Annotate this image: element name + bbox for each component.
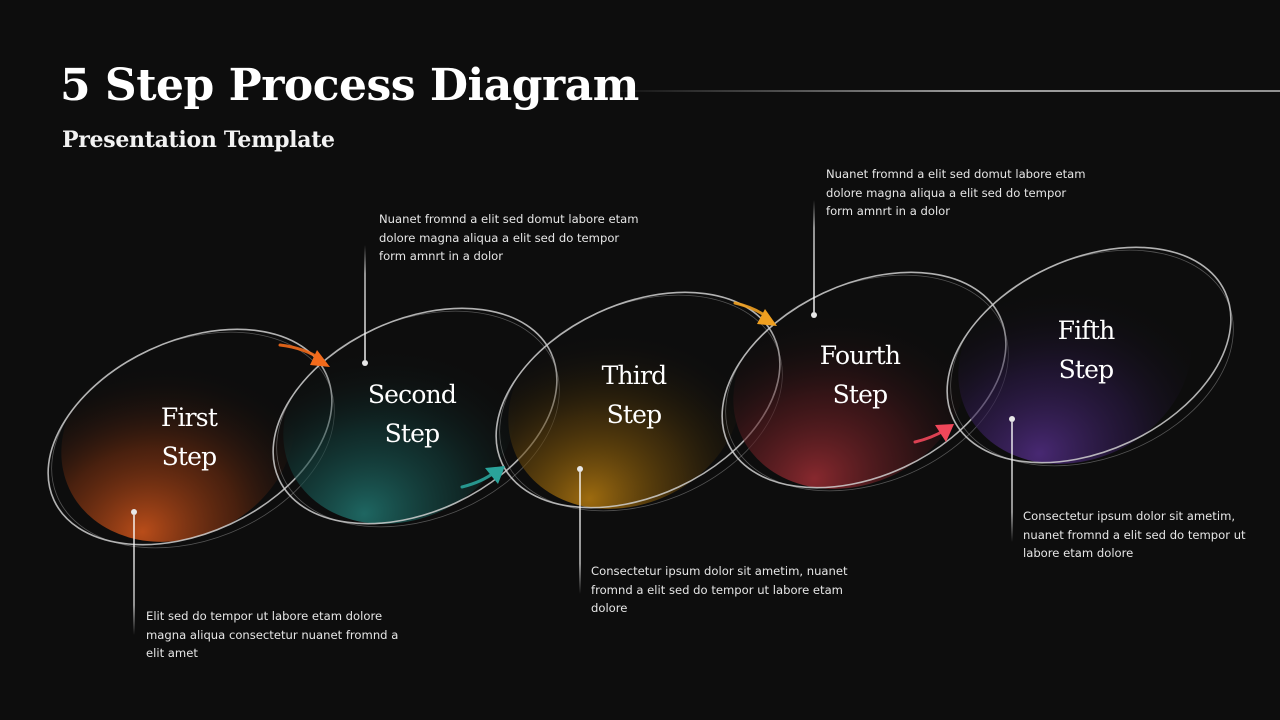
step-3-description: Consectetur ipsum dolor sit ametim, nuan… (591, 564, 848, 615)
step-2-description: Nuanet fromnd a elit sed domut labore et… (379, 212, 639, 263)
step-2-connector-line (364, 245, 366, 360)
arrow-4-to-5-icon (913, 424, 954, 444)
step-3-shape (495, 291, 783, 512)
arrow-1-to-2-icon (278, 343, 330, 367)
step-5-label: Fifth Step (1057, 316, 1116, 384)
step-2-marker-dot (362, 360, 368, 366)
title-divider-line (600, 90, 1280, 92)
step-5-shape (946, 246, 1234, 467)
step-4-label: Fourth Step (819, 341, 901, 409)
page-subtitle: Presentation Template (62, 127, 335, 153)
step-1-description: Elit sed do tempor ut labore etam dolore… (146, 609, 399, 660)
step-5-connector-line (1011, 422, 1013, 542)
step-2-label: Second Step (367, 380, 457, 448)
step-5-description: Consectetur ipsum dolor sit ametim, nuan… (1023, 509, 1246, 560)
step-3-connector-line (579, 472, 581, 594)
page-title: 5 Step Process Diagram (60, 60, 639, 111)
step-4-description: Nuanet fromnd a elit sed domut labore et… (826, 167, 1086, 218)
step-1-label: First Step (160, 403, 218, 471)
step-3-marker-dot (577, 466, 583, 472)
step-5-marker-dot (1009, 416, 1015, 422)
step-3-label: Third Step (601, 361, 668, 429)
step-1-connector-line (133, 515, 135, 635)
arrow-2-to-3-icon (460, 466, 505, 489)
arrow-3-to-4-icon (733, 301, 777, 326)
step-4-marker-dot (811, 312, 817, 318)
step-4-connector-line (813, 200, 815, 312)
step-1-marker-dot (131, 509, 137, 515)
